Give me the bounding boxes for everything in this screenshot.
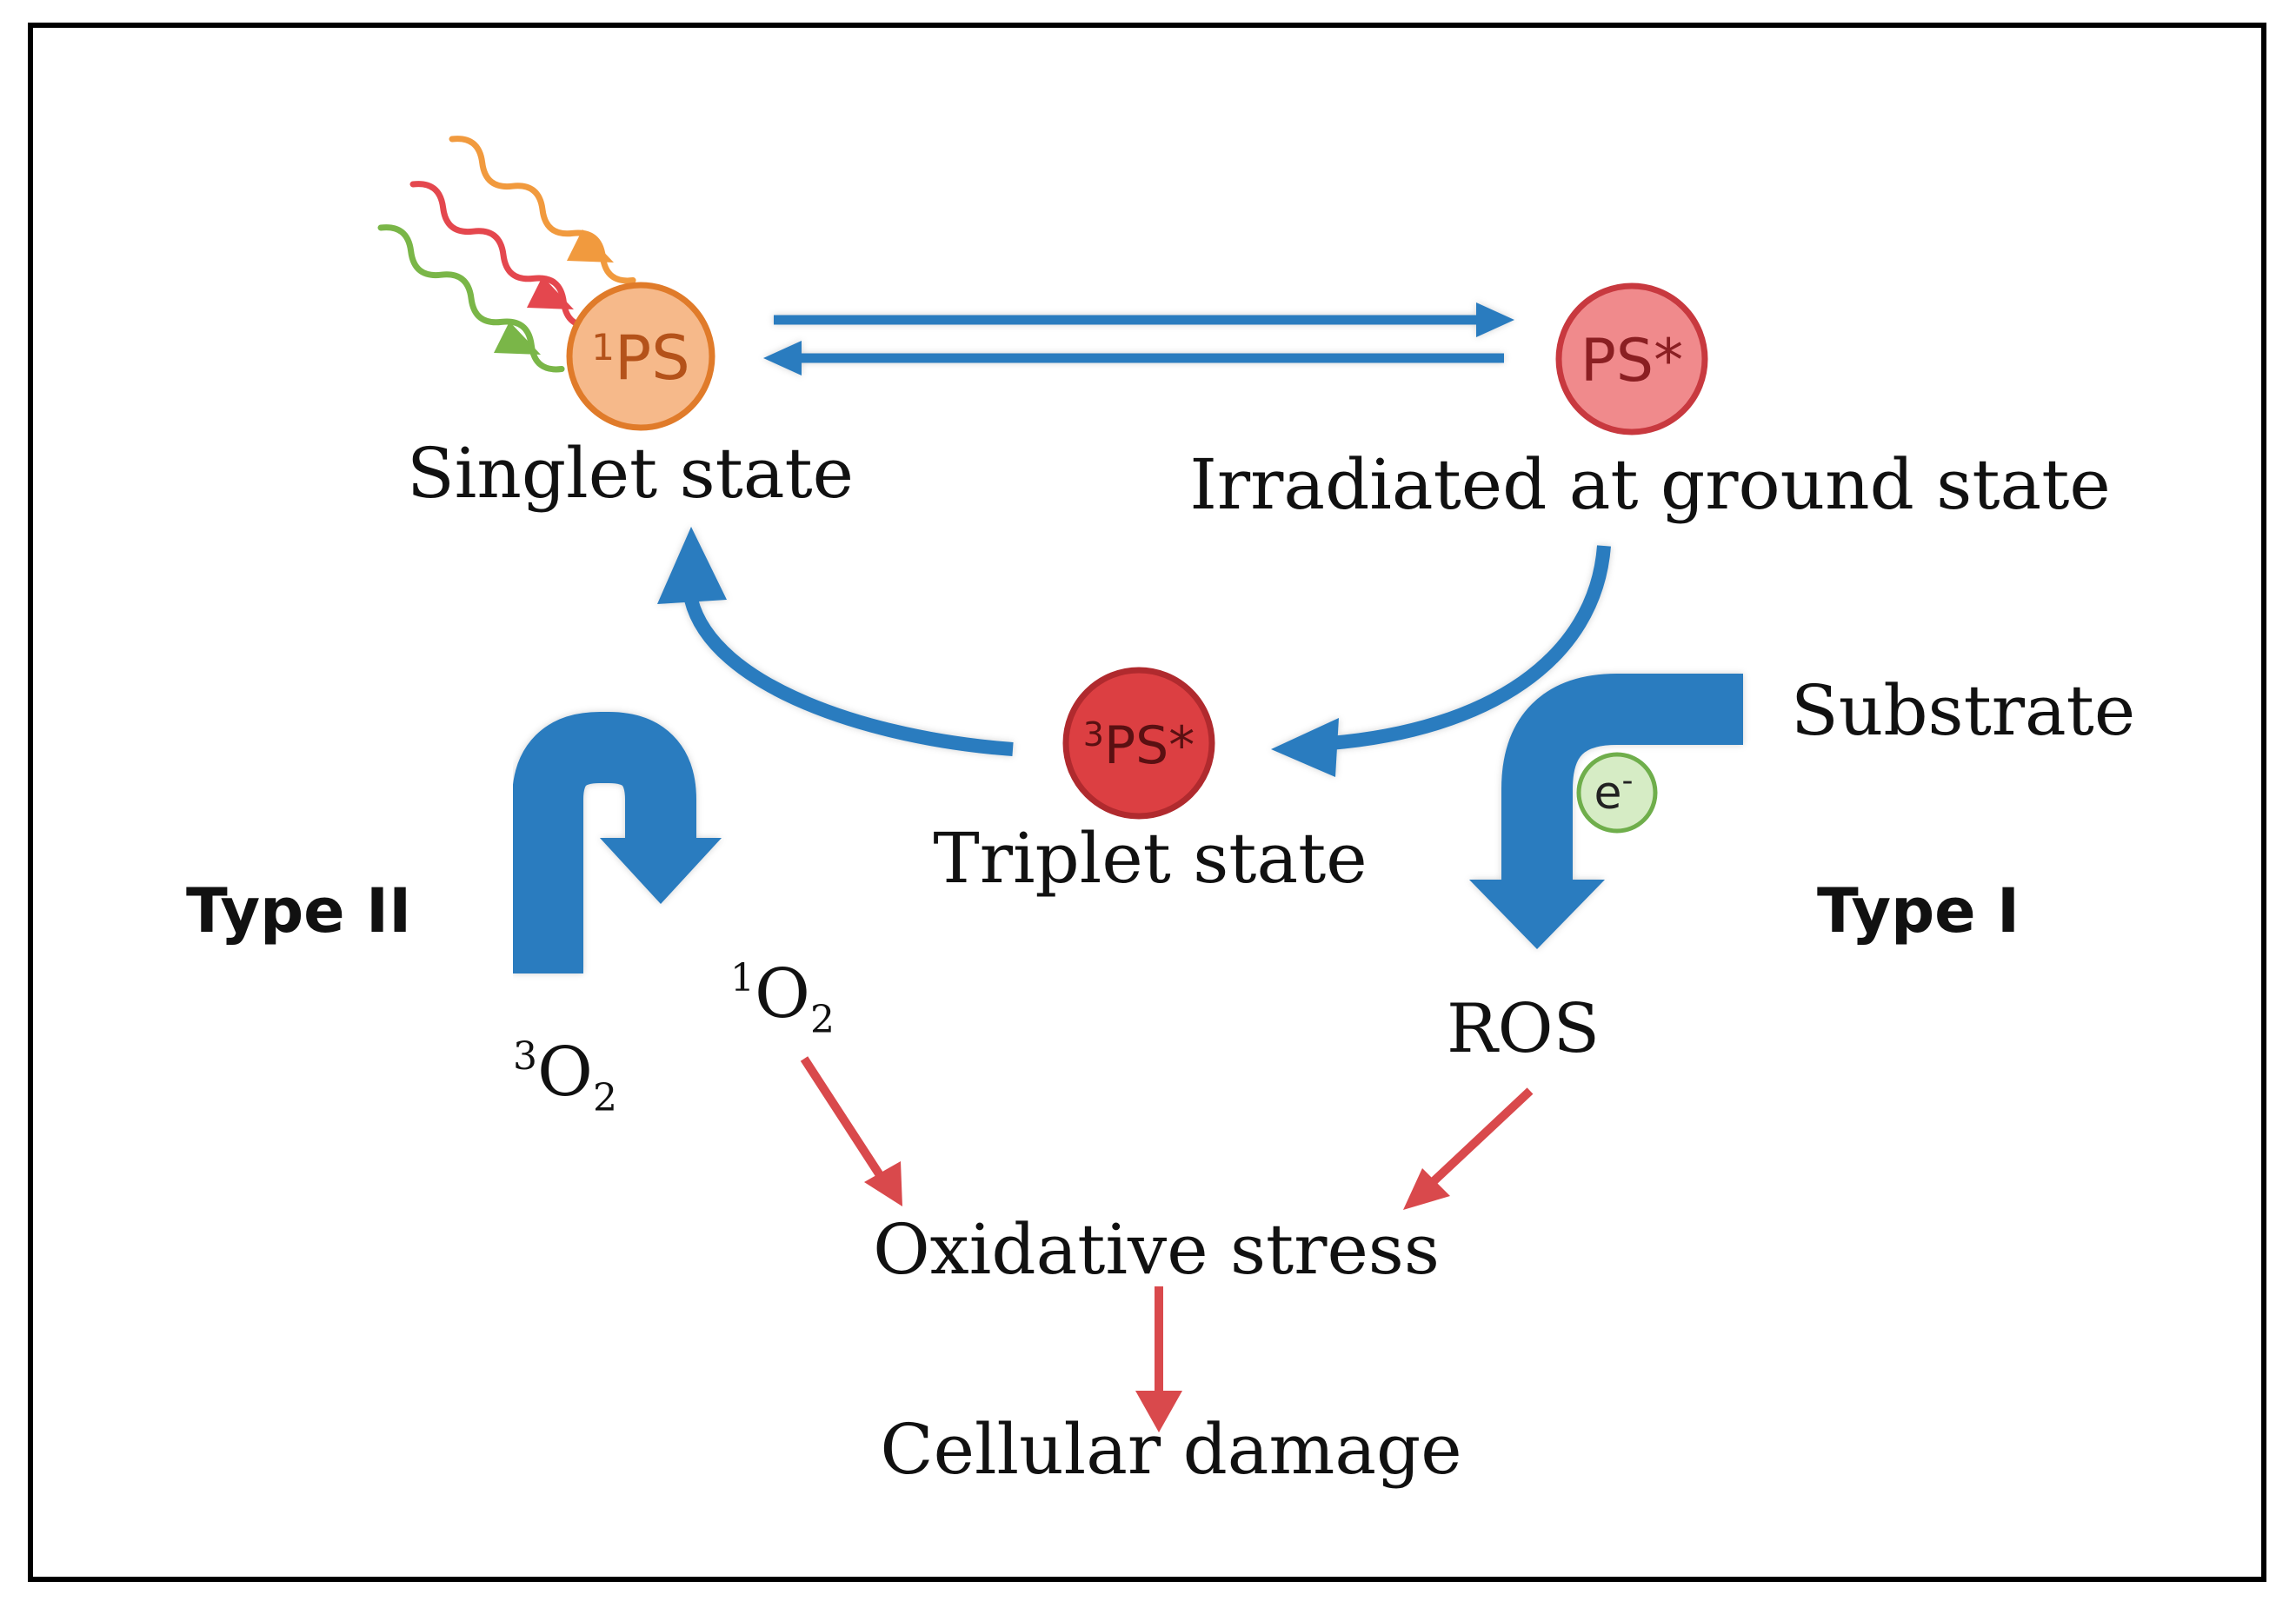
ros-to-stress-arrow <box>1429 1087 1534 1186</box>
type-one-bent-arrow <box>1469 674 1743 949</box>
light-wave-orange <box>449 136 636 284</box>
svg-text:e-: e- <box>1594 763 1634 820</box>
triplet-oxygen-sup: 3 <box>513 1034 537 1079</box>
equilibrium-arrows <box>763 302 1514 375</box>
light-wave-red-head <box>527 276 574 309</box>
light-wave-orange-head <box>567 229 614 262</box>
ground-ps-circle <box>1555 282 1708 435</box>
arrow-right-head <box>1476 302 1514 337</box>
ground-to-triplet-arrow <box>1271 545 1611 777</box>
ground-ps-symbol: PS* <box>1581 327 1683 395</box>
red-arrows <box>800 1056 1534 1432</box>
singlet-oxygen-label: 1O2 <box>730 955 835 1042</box>
ground-ps-node: PS* <box>1555 282 1708 435</box>
electron-symbol: e <box>1594 767 1622 820</box>
o2-to-stress-arrow <box>800 1056 884 1178</box>
singlet-oxygen-base: O <box>755 955 810 1033</box>
singlet-ps-node: 1PS <box>566 282 715 431</box>
electron-node: e- <box>1576 752 1658 834</box>
triplet-ps-circle <box>1062 667 1215 820</box>
type-two-uturn-arrow <box>512 712 722 973</box>
substrate-label: Substrate <box>1791 670 2135 751</box>
triplet-ps-node: 3PS* <box>1062 667 1215 820</box>
electron-circle <box>1576 752 1658 834</box>
triplet-ps-symbol: PS* <box>1104 715 1195 776</box>
light-wave-green-head <box>494 322 541 355</box>
triplet-ps-sup: 3 <box>1083 715 1104 754</box>
triplet-oxygen-sub: 2 <box>593 1076 617 1120</box>
triplet-state-label: Triplet state <box>933 818 1367 899</box>
ground-state-label: Irradiated at ground state <box>1189 444 2110 525</box>
singlet-state-label: Singlet state <box>407 433 854 514</box>
singlet-oxygen-sub: 2 <box>810 998 835 1042</box>
singlet-ps-symbol: PS <box>615 322 690 394</box>
cellular-damage-label: Cellular damage <box>880 1409 1461 1490</box>
arrow-left-head <box>763 341 802 375</box>
type-two-label: Type II <box>186 875 411 947</box>
light-waves-icon <box>377 136 636 373</box>
svg-text:1PS: 1PS <box>591 322 689 394</box>
singlet-ps-sup: 1 <box>591 326 615 369</box>
triplet-oxygen-base: O <box>537 1033 593 1112</box>
oxidative-stress-label: Oxidative stress <box>873 1209 1440 1290</box>
triplet-oxygen-label: 3O2 <box>513 1033 617 1120</box>
svg-text:3PS*: 3PS* <box>1083 715 1195 776</box>
ros-label: ROS <box>1447 990 1600 1068</box>
singlet-oxygen-sup: 1 <box>730 956 755 1000</box>
type-one-label: Type I <box>1817 875 2020 947</box>
triplet-to-singlet-arrow <box>657 527 1014 756</box>
singlet-ps-circle <box>566 282 715 431</box>
electron-sup: - <box>1622 763 1634 799</box>
